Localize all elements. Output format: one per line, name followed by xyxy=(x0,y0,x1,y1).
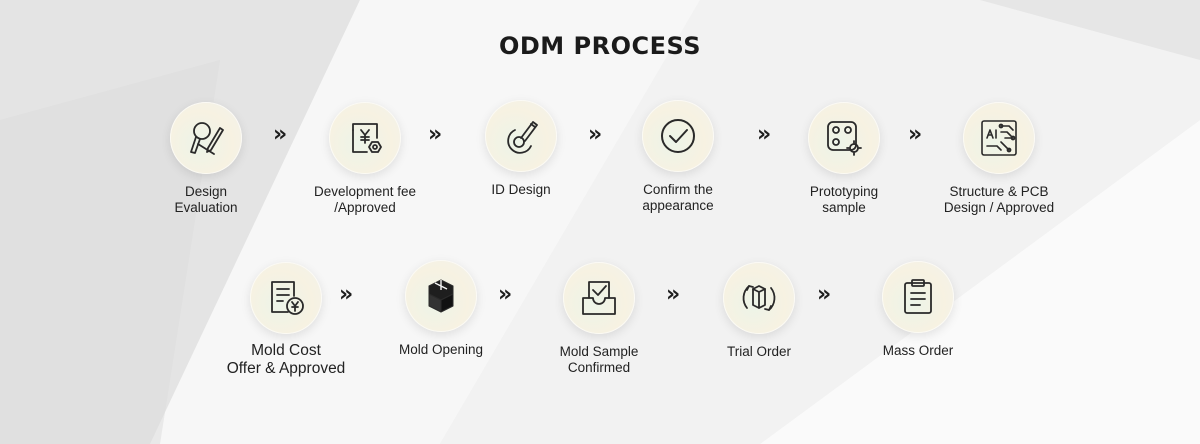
arrow-icon: » xyxy=(908,122,922,147)
step-label: Structure & PCB Design / Approved xyxy=(943,184,1055,215)
arrow-icon: » xyxy=(273,122,287,147)
step-icon-circle xyxy=(170,102,242,174)
step-icon-circle xyxy=(405,260,477,332)
step-label: ID Design xyxy=(491,182,551,197)
invoice-yen-icon xyxy=(271,281,304,315)
arrow-icon: » xyxy=(757,122,771,147)
step-label: Development fee /Approved xyxy=(313,184,417,215)
step-icon-circle xyxy=(882,261,954,333)
arrow-icon: » xyxy=(588,122,602,147)
step-label: Design Evaluation xyxy=(174,184,238,215)
check-circle-icon xyxy=(661,119,695,153)
step-label: Mass Order xyxy=(882,343,954,358)
step-icon-circle xyxy=(808,102,880,174)
step-label: Mold Sample Confirmed xyxy=(559,344,639,375)
step-label: Mold Cost Offer & Approved xyxy=(226,342,346,377)
step-icon-circle xyxy=(485,100,557,172)
yen-document-icon xyxy=(352,123,382,153)
step-icon-circle xyxy=(723,262,795,334)
step-icon-circle xyxy=(563,262,635,334)
step-icon-circle xyxy=(329,102,401,174)
dice-gear-icon xyxy=(827,121,862,156)
clipboard-list-icon xyxy=(904,279,932,314)
step-label: Confirm the appearance xyxy=(642,182,714,213)
step-label: Prototyping sample xyxy=(809,184,879,215)
inbox-check-icon xyxy=(582,281,616,315)
arrow-icon: » xyxy=(498,282,512,307)
design-stylus-icon xyxy=(507,121,538,154)
rotating-box-icon xyxy=(742,285,776,311)
step-label: Trial Order xyxy=(726,344,791,359)
ai-circuit-board-icon xyxy=(981,120,1017,156)
arrow-icon: » xyxy=(339,282,353,307)
arrow-icon: » xyxy=(666,282,680,307)
arrow-icon: » xyxy=(817,282,831,307)
cubes-icon xyxy=(428,279,454,313)
step-label: Mold Opening xyxy=(398,342,484,357)
step-icon-circle xyxy=(250,262,322,334)
page-title: ODM PROCESS xyxy=(498,32,702,60)
step-icon-circle xyxy=(963,102,1035,174)
step-icon-circle xyxy=(642,100,714,172)
arrow-icon: » xyxy=(428,122,442,147)
pen-magnifier-icon xyxy=(190,122,224,155)
